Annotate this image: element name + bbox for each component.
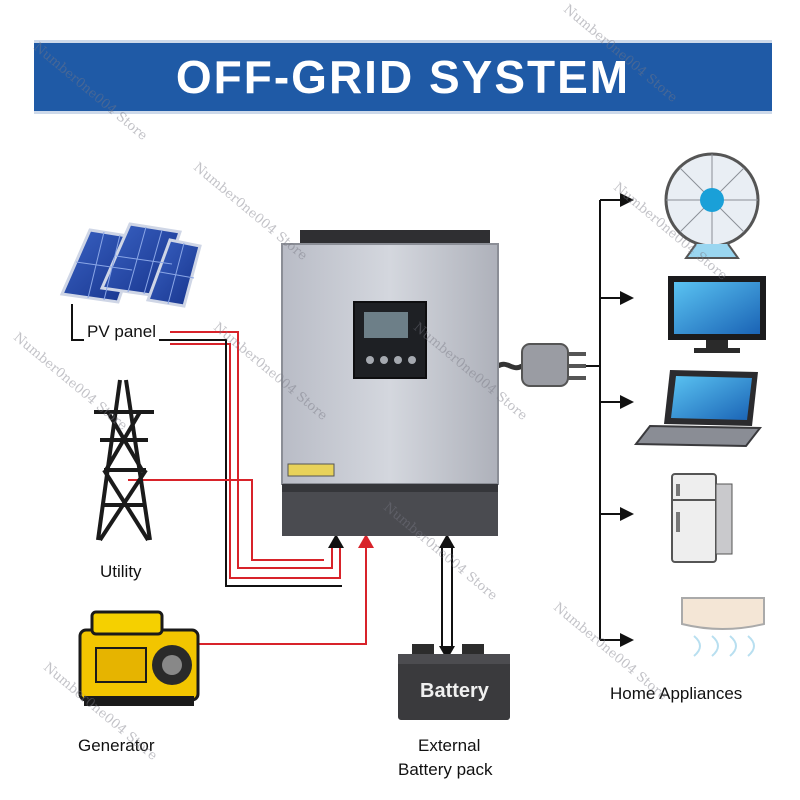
tv-icon: [668, 276, 766, 353]
home-appliances-label: Home Appliances: [610, 684, 743, 703]
laptop-icon: [633, 370, 763, 448]
external-battery-label-line2: Battery pack: [398, 760, 493, 779]
external-battery-label-line1: External: [418, 736, 481, 755]
transmission-tower-icon: [94, 379, 154, 542]
air-conditioner-icon: [681, 597, 765, 657]
page-title: OFF-GRID SYSTEM: [175, 51, 631, 103]
fan-icon: [664, 152, 760, 259]
battery-icon: [398, 644, 510, 720]
pv-panel-label: PV panel: [84, 322, 159, 342]
solar-panel-icon: [59, 222, 202, 308]
inverter-icon: [281, 230, 499, 536]
refrigerator-icon: [671, 473, 733, 563]
utility-label: Utility: [100, 562, 142, 581]
arrowheads: [328, 193, 634, 660]
generator-label: Generator: [78, 736, 155, 755]
title-banner: OFF-GRID SYSTEM: [34, 40, 772, 114]
battery-label: Battery: [420, 680, 489, 702]
plug-icon: [521, 343, 586, 387]
wires: [71, 199, 622, 648]
generator-icon: [78, 610, 200, 706]
